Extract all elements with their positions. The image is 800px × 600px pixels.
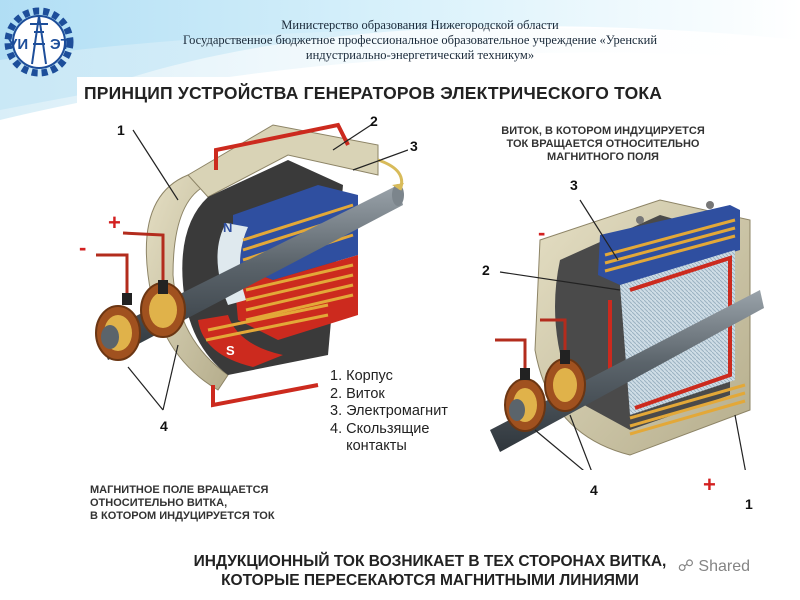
right-caption: ВИТОК, В КОТОРОМ ИНДУЦИРУЕТСЯ ТОК ВРАЩАЕ…: [478, 125, 728, 164]
left-minus-sign: -: [79, 235, 87, 260]
legend-item-1: 1. Корпус: [330, 368, 393, 384]
watermark: ☍ Shared: [678, 556, 750, 576]
left-caption: МАГНИТНОЕ ПОЛЕ ВРАЩАЕТСЯ ОТНОСИТЕЛЬНО ВИ…: [90, 484, 350, 523]
header: Министерство образования Нижегородской о…: [120, 18, 720, 63]
watermark-brand: Shared: [698, 558, 750, 575]
header-line-2: Государственное бюджетное профессиональн…: [182, 33, 658, 47]
left-label-2: 2: [370, 113, 378, 129]
parts-legend: 1. Корпус 2. Виток 3. Электромагнит 4. С…: [330, 368, 448, 456]
header-line-3: индустриально-энергетический техникум»: [305, 48, 535, 62]
left-label-1: 1: [117, 122, 125, 138]
left-caption-line-3: В КОТОРОМ ИНДУЦИРУЕТСЯ ТОК: [90, 510, 275, 522]
logo-text-left: УИ: [8, 36, 28, 53]
left-generator-illustration: N S: [95, 122, 408, 411]
right-caption-line-1: ВИТОК, В КОТОРОМ ИНДУЦИРУЕТСЯ: [501, 125, 705, 137]
right-caption-line-2: ТОК ВРАЩАЕТСЯ ОТНОСИТЕЛЬНО: [506, 138, 700, 150]
left-caption-line-1: МАГНИТНОЕ ПОЛЕ ВРАЩАЕТСЯ: [90, 484, 269, 496]
right-caption-line-3: МАГНИТНОГО ПОЛЯ: [547, 151, 659, 163]
legend-item-3: 3. Электромагнит: [330, 403, 448, 419]
left-plus-sign: +: [108, 210, 121, 235]
legend-item-4-cont: контакты: [330, 438, 407, 454]
pole-s-label: S: [226, 343, 235, 358]
logo-text-right: ЭТ: [50, 36, 70, 53]
header-line-1: Министерство образования Нижегородской о…: [281, 18, 559, 32]
right-label-1: 1: [745, 496, 753, 512]
institution-logo: УИ ЭТ: [4, 7, 74, 77]
right-plus-sign: +: [703, 472, 716, 497]
right-label-2: 2: [482, 262, 490, 278]
right-minus-sign: -: [538, 220, 546, 245]
left-label-4: 4: [160, 418, 168, 434]
legend-item-2: 2. Виток: [330, 385, 385, 402]
right-label-3: 3: [570, 177, 578, 193]
bottom-statement: ИНДУКЦИОННЫЙ ТОК ВОЗНИКАЕТ В ТЕХ СТОРОНА…: [150, 552, 710, 590]
right-label-4: 4: [590, 482, 598, 498]
slide-title: ПРИНЦИП УСТРОЙСТВА ГЕНЕРАТОРОВ ЭЛЕКТРИЧЕ…: [84, 83, 663, 103]
legend-item-4: 4. Скользящие: [330, 420, 430, 437]
left-label-3: 3: [410, 138, 418, 154]
watermark-icon: ☍: [677, 558, 694, 575]
right-generator-illustration: [490, 199, 764, 470]
left-caption-line-2: ОТНОСИТЕЛЬНО ВИТКА,: [90, 497, 228, 509]
pole-n-label: N: [223, 220, 232, 235]
bottom-line-1: ИНДУКЦИОННЫЙ ТОК ВОЗНИКАЕТ В ТЕХ СТОРОНА…: [193, 553, 667, 570]
bottom-line-2: КОТОРЫЕ ПЕРЕСЕКАЮТСЯ МАГНИТНЫМИ ЛИНИЯМИ: [221, 572, 639, 589]
